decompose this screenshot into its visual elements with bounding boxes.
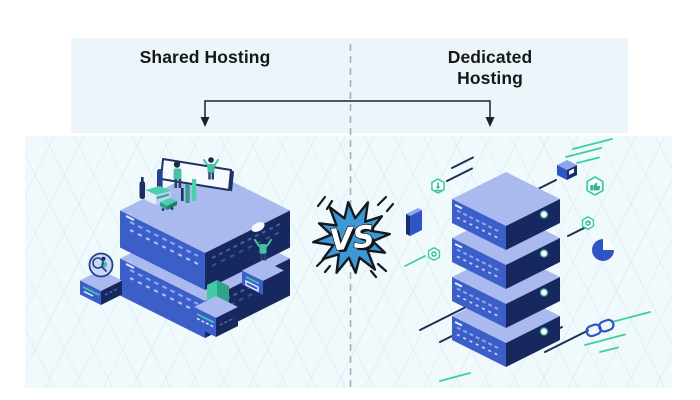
mini-server-cube <box>194 296 238 337</box>
book-icon <box>406 208 422 236</box>
hexagon-badge-icon <box>581 216 595 230</box>
dedicated-server-stack <box>452 172 560 367</box>
cube-icon <box>557 160 577 180</box>
pie-chart-icon <box>592 239 614 261</box>
dedicated-hosting-title: Dedicated Hosting <box>447 47 533 88</box>
mini-server-cube <box>242 260 284 295</box>
speed-lines-teal <box>404 138 651 382</box>
search-user-badge-icon <box>88 252 114 278</box>
hexagon-badge-icon <box>427 247 441 261</box>
mini-server-cube <box>80 270 122 305</box>
celebrating-person-icon <box>254 237 272 261</box>
celebrating-person-icon <box>203 157 219 180</box>
thumbs-up-hexagon-icon <box>586 176 604 196</box>
vs-label-shadow: VS <box>331 221 379 260</box>
vs-label: VS <box>328 219 376 258</box>
shared-hosting-title: Shared Hosting <box>139 47 271 67</box>
download-hexagon-icon <box>431 178 445 194</box>
dedicated-hosting-scene <box>404 138 651 382</box>
equalizer-bars-icon <box>181 179 197 203</box>
connector-icon <box>200 100 495 127</box>
vs-accent-ticks <box>315 195 395 279</box>
link-icon <box>585 318 615 338</box>
bottle-icon <box>139 177 146 199</box>
header-band: Shared Hosting Dedicated Hosting <box>71 38 628 133</box>
shared-hosting-scene <box>80 157 290 338</box>
vs-burst-icon: VS VS <box>312 195 395 279</box>
presenter-person-icon <box>173 161 182 188</box>
toy-cart-icon <box>160 198 177 211</box>
